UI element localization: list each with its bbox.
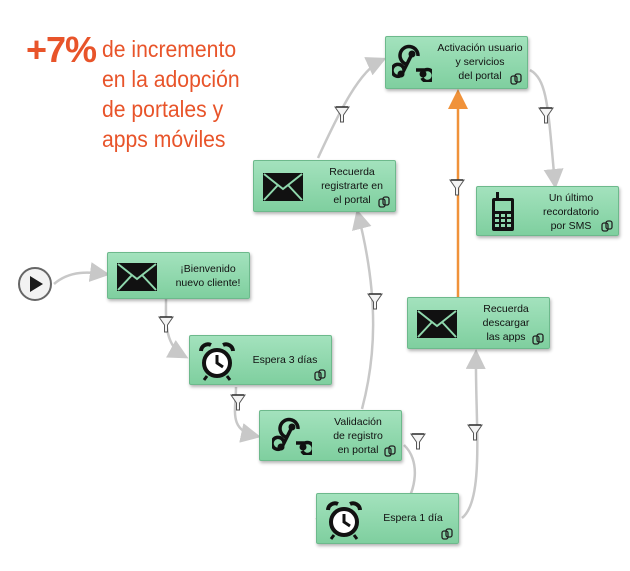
node-sms[interactable]: Un último recordatorio por SMS	[476, 186, 619, 236]
node-validation[interactable]: Validación de registro en portal	[259, 410, 402, 461]
connector-validation-to-remind-register	[352, 209, 375, 410]
headline-description: de incremento en la adopción de portales…	[102, 36, 240, 152]
alarm-clock-icon	[326, 501, 362, 540]
connector-wait3-to-validation	[233, 386, 261, 443]
filter-funnel-icon[interactable]	[367, 293, 383, 310]
node-welcome[interactable]: ¡Bienvenido nuevo cliente!	[107, 252, 250, 299]
node-remind-register[interactable]: Recuerda registrarte en el portal	[253, 160, 396, 212]
start-play-icon[interactable]	[17, 266, 53, 302]
connector-welcome-to-wait3	[164, 298, 189, 359]
node-wait1[interactable]: Espera 1 día	[316, 493, 459, 544]
headline-percent: +7%	[26, 29, 97, 70]
node-label: Espera 3 días	[252, 354, 318, 366]
link-icon[interactable]	[532, 333, 544, 345]
node-label: Un último recordatorio por SMS	[542, 192, 600, 232]
connector-activation-to-sms	[529, 68, 564, 189]
link-icon[interactable]	[314, 369, 326, 381]
webhook-icon	[392, 44, 432, 82]
node-label: Recuerda registrarte en el portal	[321, 166, 383, 206]
node-label: Espera 1 día	[383, 512, 443, 524]
filter-funnel-icon[interactable]	[230, 394, 246, 411]
connector-remind-register-to-activation	[316, 57, 387, 159]
filter-funnel-icon[interactable]	[538, 107, 554, 124]
node-remind-download[interactable]: Recuerda descargar las apps	[407, 297, 550, 349]
node-label: Activación usuario y servicios del porta…	[437, 42, 523, 82]
alarm-clock-icon	[199, 342, 235, 381]
link-icon[interactable]	[384, 445, 396, 457]
node-label: ¡Bienvenido nuevo cliente!	[175, 263, 241, 289]
node-label: Recuerda descargar las apps	[482, 303, 530, 343]
node-activation[interactable]: Activación usuario y servicios del porta…	[385, 36, 528, 89]
envelope-icon	[417, 310, 457, 338]
envelope-icon	[263, 173, 303, 201]
filter-funnel-icon[interactable]	[410, 433, 426, 450]
node-wait3[interactable]: Espera 3 días	[189, 335, 332, 385]
connector-wait1-to-remind-download	[461, 349, 486, 519]
filter-funnel-icon[interactable]	[449, 179, 465, 196]
mobile-phone-icon	[492, 192, 514, 231]
connector-start-to-welcome	[53, 262, 110, 285]
link-icon[interactable]	[441, 528, 453, 540]
envelope-icon	[117, 263, 157, 291]
filter-funnel-icon[interactable]	[467, 424, 483, 441]
node-label: Validación de registro en portal	[333, 416, 383, 456]
link-icon[interactable]	[378, 196, 390, 208]
webhook-icon	[272, 417, 312, 455]
link-icon[interactable]	[510, 73, 522, 85]
filter-funnel-icon[interactable]	[158, 316, 174, 333]
link-icon[interactable]	[601, 220, 613, 232]
